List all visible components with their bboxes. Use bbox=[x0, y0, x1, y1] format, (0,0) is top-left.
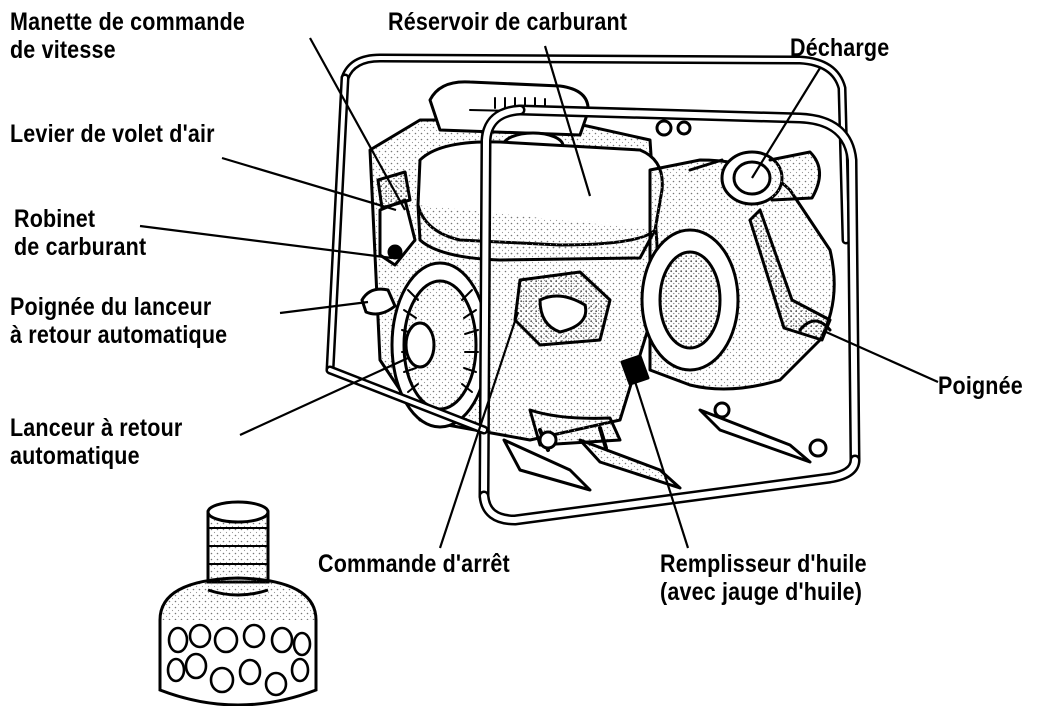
label-discharge-text: Décharge bbox=[790, 34, 890, 62]
label-fuel-valve-line1: Robinet bbox=[14, 205, 96, 233]
label-fuel-valve-line2: de carburant bbox=[14, 233, 147, 261]
label-speed-control: Manette de commande de vitesse bbox=[10, 8, 245, 64]
label-speed-control-line1: Manette de commande bbox=[10, 8, 246, 36]
strainer bbox=[158, 500, 318, 706]
leader-fuel-valve bbox=[139, 224, 393, 260]
label-choke-lever: Levier de volet d'air bbox=[10, 120, 215, 148]
label-speed-control-line2: de vitesse bbox=[10, 36, 116, 64]
leader-oil-filler bbox=[630, 371, 690, 549]
label-oil-filler-line1: Remplisseur d'huile bbox=[660, 550, 867, 578]
leader-speed-control bbox=[309, 37, 406, 211]
leader-recoil-starter bbox=[239, 357, 409, 436]
label-starter-grip: Poignée du lanceur à retour automatique bbox=[10, 293, 227, 349]
leader-discharge bbox=[751, 67, 821, 179]
label-fuel-tank-text: Réservoir de carburant bbox=[388, 8, 628, 36]
oil-filler-cap bbox=[620, 354, 650, 386]
label-recoil-starter-line2: automatique bbox=[10, 442, 140, 470]
label-discharge: Décharge bbox=[790, 34, 889, 62]
label-stop-switch-text: Commande d'arrêt bbox=[318, 550, 510, 578]
label-oil-filler: Remplisseur d'huile (avec jauge d'huile) bbox=[660, 550, 867, 606]
label-recoil-starter-line1: Lanceur à retour bbox=[10, 414, 183, 442]
frame-base-bars bbox=[502, 408, 812, 492]
label-oil-filler-line2: (avec jauge d'huile) bbox=[660, 578, 863, 606]
label-recoil-starter: Lanceur à retour automatique bbox=[10, 414, 182, 470]
label-starter-grip-line1: Poignée du lanceur bbox=[10, 293, 212, 321]
leader-handle bbox=[825, 330, 939, 384]
strainer-holes bbox=[166, 623, 312, 697]
leader-lines bbox=[139, 37, 939, 549]
label-starter-grip-line2: à retour automatique bbox=[10, 321, 228, 349]
label-handle-text: Poignée bbox=[938, 372, 1023, 400]
label-fuel-valve: Robinet de carburant bbox=[14, 205, 146, 261]
starter-grip bbox=[360, 287, 397, 316]
label-choke-lever-text: Levier de volet d'air bbox=[10, 120, 215, 148]
handle-bracket bbox=[748, 208, 832, 342]
leader-stop-switch bbox=[438, 311, 520, 549]
label-fuel-tank: Réservoir de carburant bbox=[388, 8, 627, 36]
pump-body bbox=[325, 53, 861, 526]
label-handle: Poignée bbox=[938, 372, 1023, 400]
leader-starter-grip bbox=[279, 300, 369, 315]
leader-choke bbox=[221, 156, 397, 212]
leader-fuel-tank bbox=[543, 45, 592, 197]
label-stop-switch: Commande d'arrêt bbox=[318, 550, 510, 578]
